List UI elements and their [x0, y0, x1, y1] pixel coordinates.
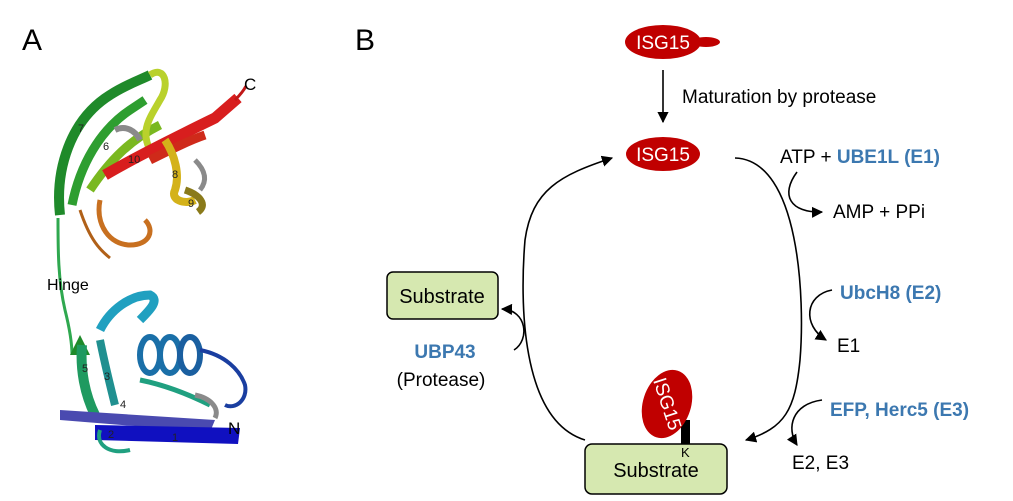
substrate-free-box: [386, 271, 499, 320]
e3-enzyme-name: EFP, Herc5 (E3): [830, 400, 969, 421]
n-terminus-label: N: [228, 419, 240, 438]
protein-ribbon-structure: 7 6 10 8 9: [54, 69, 248, 454]
ubp43-side-arrow: [500, 303, 525, 351]
strand-number-2: 2: [108, 429, 114, 441]
e1-side-arrow: [788, 171, 824, 218]
ubp43-enzyme-name: UBP43: [414, 342, 475, 363]
isg15-precursor: ISG15: [625, 25, 720, 59]
lysine-linkage-bar: [681, 420, 690, 444]
isg15-mature-oval: [626, 137, 700, 171]
strand-number-10: 10: [128, 154, 140, 166]
strand-number-5: 5: [82, 363, 88, 375]
e1-input-text: ATP +: [780, 147, 837, 168]
e1-step-label: ATP + UBE1L (E1): [780, 147, 940, 168]
conjugation-cycle-arrow: [734, 157, 803, 443]
isg15-mature: ISG15: [626, 137, 700, 171]
substrate-conjugated-box: [584, 443, 728, 495]
hinge-label: Hinge: [47, 277, 89, 294]
strand-number-8: 8: [172, 169, 178, 181]
strand-number-3: 3: [104, 371, 110, 383]
e3-byproduct-text: E2, E3: [792, 453, 849, 474]
isg15-conjugated-oval: [641, 369, 693, 439]
protease-description: (Protease): [397, 370, 486, 391]
maturation-label: Maturation by protease: [682, 87, 876, 108]
isg15-mature-label: ISG15: [636, 145, 690, 166]
e1-enzyme-name: UBE1L (E1): [837, 147, 940, 168]
substrate-conjugated-label: Substrate: [613, 460, 699, 482]
isg15-precursor-oval: [625, 25, 701, 59]
e2-enzyme-name: UbcH8 (E2): [840, 283, 941, 304]
panel-a-letter: A: [22, 24, 42, 57]
strand-number-9: 9: [188, 198, 194, 210]
strand-number-1: 1: [172, 432, 178, 444]
substrate-free-label: Substrate: [399, 286, 485, 308]
upper-ubiquitin-like-domain: 7 6 10 8 9: [54, 69, 248, 260]
e3-side-arrow: [786, 399, 823, 446]
panel-a: A 7 6 10 8 9: [22, 24, 256, 454]
e2-side-arrow: [809, 289, 833, 341]
strand-number-7: 7: [78, 123, 84, 135]
panel-b-letter: B: [355, 24, 375, 57]
lysine-label: K: [681, 445, 690, 460]
panel-b: B ISG15 Maturation by protease ISG15 ATP…: [355, 24, 969, 495]
e2-byproduct-text: E1: [837, 336, 860, 357]
isg15-precursor-label: ISG15: [636, 33, 690, 54]
strand-number-6: 6: [103, 141, 109, 153]
deconjugation-cycle-arrow: [522, 155, 614, 441]
isg15-substrate-conjugate: ISG15 Substrate K: [584, 369, 728, 495]
lower-ubiquitin-like-domain: 5 3 4 2 1: [60, 290, 248, 454]
hinge-linker: [56, 217, 74, 356]
c-terminus-label: C: [244, 75, 256, 94]
strand-number-4: 4: [120, 399, 126, 411]
e1-byproduct-text: AMP + PPi: [833, 202, 925, 223]
